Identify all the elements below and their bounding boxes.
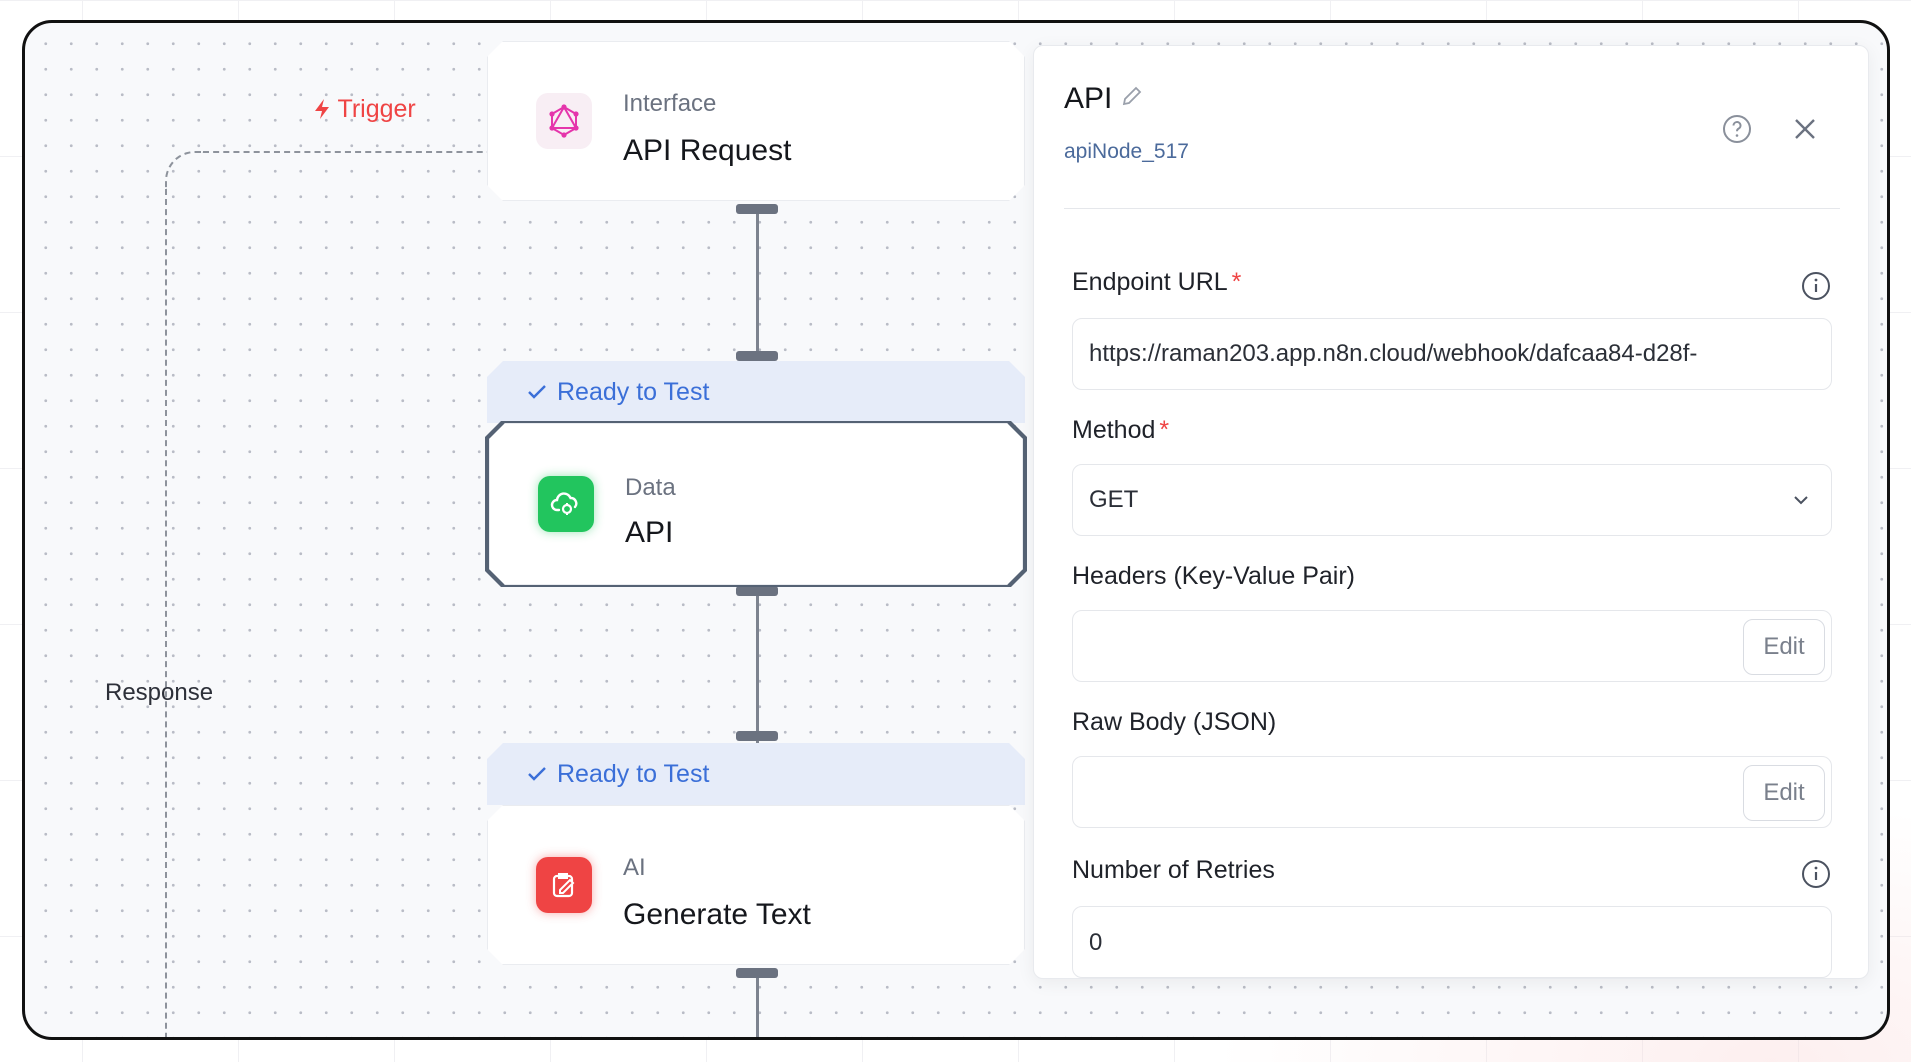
check-icon (527, 760, 547, 789)
node-category: Interface (623, 90, 717, 117)
help-icon[interactable] (1720, 112, 1754, 146)
node-title: API Request (623, 134, 792, 167)
node-generate-text[interactable]: AI Generate Text (487, 805, 1025, 965)
edge-ai-out (756, 973, 759, 1037)
raw-body-input[interactable]: Edit (1072, 756, 1832, 828)
raw-body-edit-button[interactable]: Edit (1743, 765, 1825, 821)
workflow-canvas[interactable]: Trigger Response Interface API Request R… (22, 20, 1890, 1040)
method-label: Method* (1072, 416, 1170, 444)
trigger-label: Trigger (313, 95, 416, 124)
node-api[interactable]: Data API (489, 423, 1023, 585)
node-id: apiNode_517 (1064, 140, 1189, 163)
cloud-sync-icon (538, 476, 594, 532)
info-icon[interactable] (1800, 858, 1832, 890)
input-handle[interactable] (736, 351, 778, 361)
note-edit-icon (536, 857, 592, 913)
node-api-request[interactable]: Interface API Request (487, 41, 1025, 201)
chevron-down-icon (1791, 489, 1811, 517)
response-edge (165, 189, 167, 1037)
close-icon[interactable] (1788, 112, 1822, 146)
raw-body-label: Raw Body (JSON) (1072, 708, 1277, 736)
retries-input[interactable]: 0 (1072, 906, 1832, 978)
node-category: AI (623, 854, 646, 881)
method-select[interactable]: GET (1072, 464, 1832, 536)
status-banner: Ready to Test (487, 361, 1025, 423)
output-handle[interactable] (736, 204, 778, 214)
node-config-panel: API apiNode_517 Endpoint URL* https://ra… (1033, 45, 1869, 979)
status-banner: Ready to Test (487, 743, 1025, 805)
headers-edit-button[interactable]: Edit (1743, 619, 1825, 675)
edge-api-to-ai (756, 591, 759, 751)
response-label: Response (105, 679, 214, 706)
check-icon (527, 378, 547, 407)
panel-title: API (1064, 82, 1144, 116)
info-icon[interactable] (1800, 270, 1832, 302)
output-handle[interactable] (736, 586, 778, 596)
input-handle[interactable] (736, 731, 778, 741)
graphql-icon (536, 93, 592, 149)
trigger-edge (203, 151, 503, 153)
edge-request-to-api (756, 209, 759, 373)
output-handle[interactable] (736, 968, 778, 978)
node-title: API (625, 516, 674, 549)
node-title: Generate Text (623, 898, 811, 931)
response-edge-corner (165, 151, 205, 191)
endpoint-url-input[interactable]: https://raman203.app.n8n.cloud/webhook/d… (1072, 318, 1832, 390)
divider (1064, 208, 1840, 209)
headers-input[interactable]: Edit (1072, 610, 1832, 682)
node-category: Data (625, 474, 676, 501)
pencil-icon[interactable] (1120, 82, 1144, 116)
headers-label: Headers (Key-Value Pair) (1072, 562, 1355, 590)
retries-label: Number of Retries (1072, 856, 1275, 884)
endpoint-url-label: Endpoint URL* (1072, 268, 1242, 296)
lightning-icon (313, 95, 338, 123)
